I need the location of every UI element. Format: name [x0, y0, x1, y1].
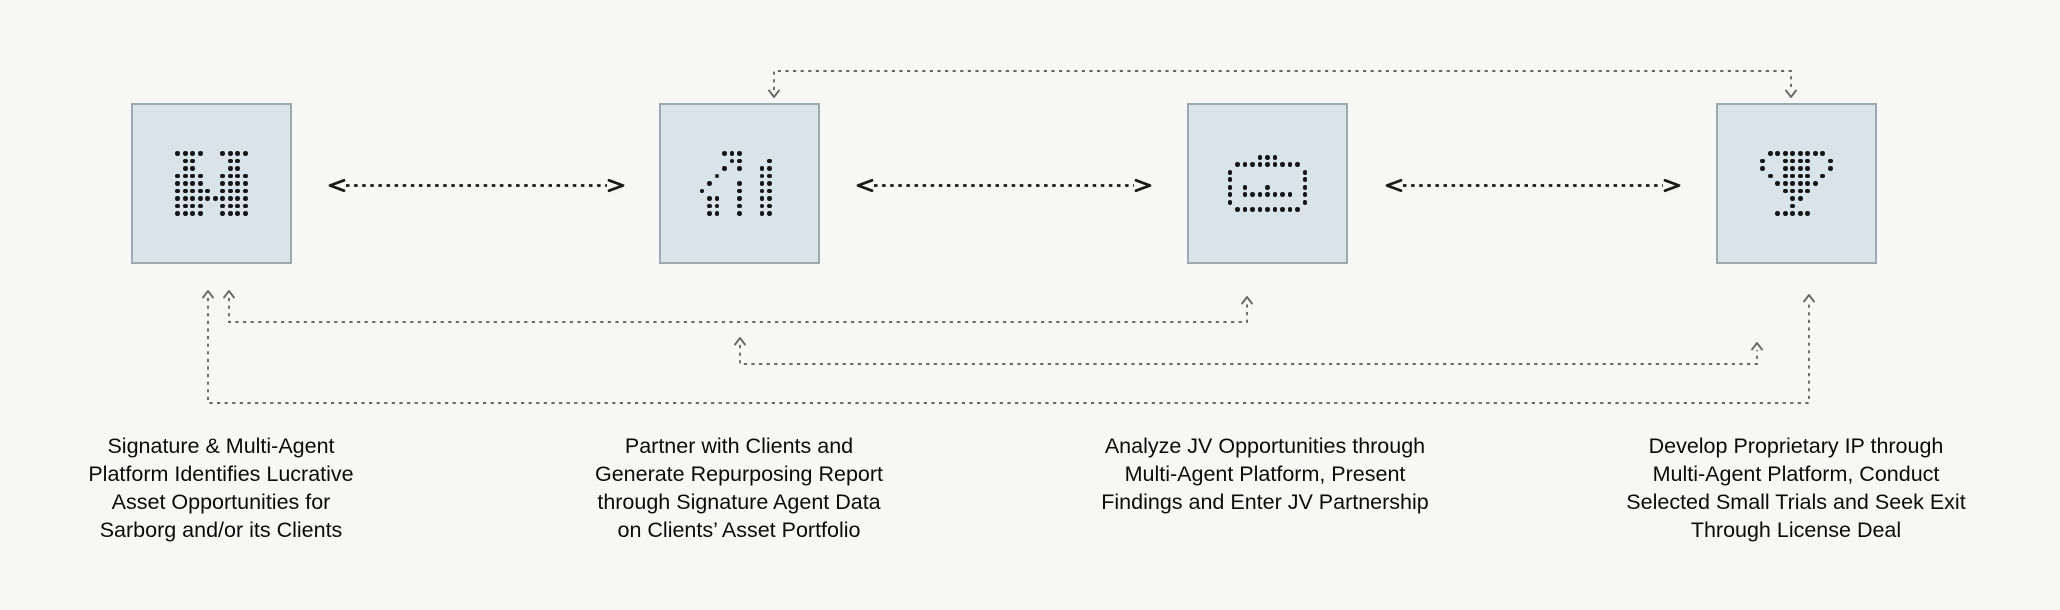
step-label-4: Develop Proprietary IP through Multi-Age…: [1626, 434, 1966, 542]
step-label-3: Analyze JV Opportunities through Multi-A…: [1101, 434, 1429, 514]
arrow-box2-box3: [856, 178, 1152, 193]
briefcase-icon: [1226, 154, 1309, 214]
trophy-icon: [1759, 150, 1834, 218]
skip-link-box1-box4: [202, 290, 1815, 404]
skip-link-box2-box4-bottom: [734, 337, 1763, 365]
step-label-2: Partner with Clients and Generate Repurp…: [594, 434, 884, 542]
skip-link-box2-box4-top: [768, 70, 1797, 98]
step-box-2: [659, 103, 820, 264]
step-label-1: Signature & Multi-Agent Platform Identif…: [88, 434, 354, 542]
arrow-box1-box2: [328, 178, 625, 193]
step-box-1: [131, 103, 292, 264]
skip-link-box1-box3: [223, 290, 1253, 323]
step-box-3: [1187, 103, 1348, 264]
arrow-box3-box4: [1385, 178, 1681, 193]
growth-chart-icon: [698, 150, 781, 218]
building-icon: [174, 150, 249, 218]
step-box-4: [1716, 103, 1877, 264]
